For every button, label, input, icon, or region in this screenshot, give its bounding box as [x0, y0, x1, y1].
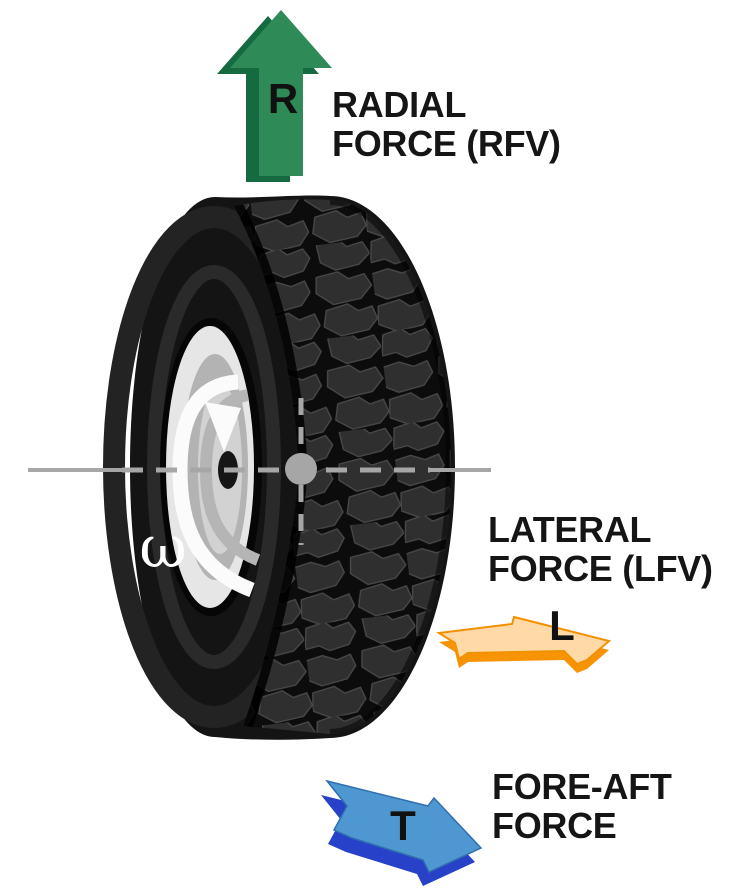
lateral-symbol-label: L — [549, 602, 575, 650]
rotation-arrowhead — [205, 402, 241, 452]
fore-aft-force-label: FORE-AFT FORCE — [492, 767, 672, 845]
lateral-arrow-top-face — [436, 615, 612, 666]
rotation-arrow-arc — [172, 374, 255, 598]
lateral-force-label: LATERAL FORCE (LFV) — [488, 510, 713, 588]
axis-crosshair — [28, 398, 491, 545]
rim-well-shadow — [160, 318, 262, 616]
tread-edge-shadow — [329, 199, 451, 734]
radial-symbol-label: R — [267, 75, 299, 123]
axis-center-dot — [285, 453, 317, 485]
fore-aft-force-arrow-icon — [321, 779, 483, 886]
angular-velocity-symbol: ω — [139, 513, 187, 581]
radial-force-label: RADIAL FORCE (RFV) — [332, 85, 561, 163]
radial-force-label-line1: RADIAL — [332, 84, 467, 125]
radial-force-arrow-icon — [217, 10, 332, 182]
lateral-force-label-line2: FORCE (LFV) — [488, 548, 713, 589]
radial-force-label-line2: FORCE (RFV) — [332, 123, 561, 164]
fore-aft-arrow-top-face — [325, 779, 483, 873]
radial-arrow-front-face — [230, 10, 332, 176]
lateral-force-arrow-icon — [436, 615, 612, 673]
sidewall-shading-inner — [147, 265, 281, 669]
fore-aft-force-label-line2: FORCE — [492, 805, 617, 846]
lateral-force-label-line1: LATERAL — [488, 509, 652, 550]
fore-aft-symbol-label: T — [390, 802, 416, 850]
fore-aft-force-label-line1: FORE-AFT — [492, 766, 672, 807]
